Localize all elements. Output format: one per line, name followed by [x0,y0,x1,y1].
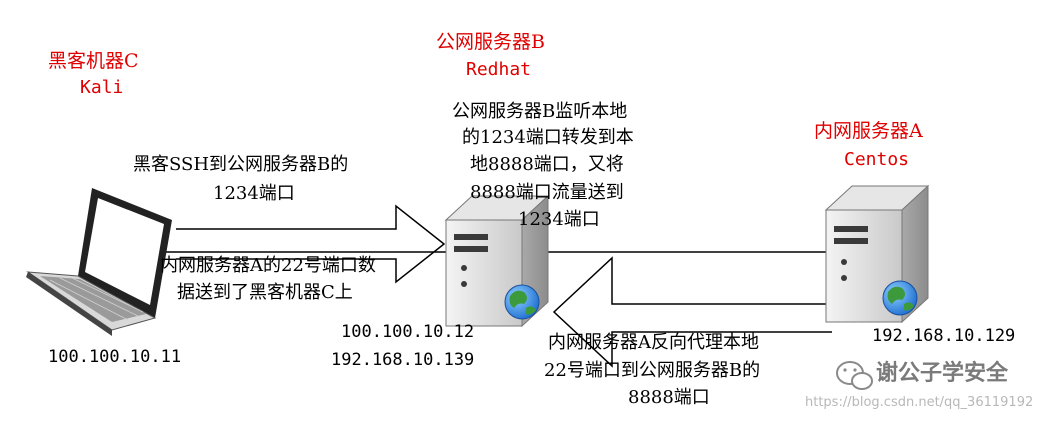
forward-annotation-line: 公网服务器B监听本地 [452,101,628,122]
reverse-annotation-line: 内网服务器A反向代理本地 [548,332,759,353]
forward-annotation-line: 1234端口 [518,209,600,230]
globe-icon [504,284,540,320]
reverse-proxy-arrow [552,256,832,368]
ssh-annotation-line: 黑客SSH到公网服务器B的 [133,154,349,175]
return-annotation-line: 内网服务器A的22号端口数 [160,255,376,276]
forward-annotation-line: 地8888端口，又将 [470,154,624,175]
reverse-annotation-line: 8888端口 [628,387,710,408]
globe-icon [882,280,918,316]
laptop-icon [26,188,172,336]
forward-annotation-line: 8888端口流量送到 [470,182,624,203]
hacker-ip: 100.100.10.11 [48,347,182,367]
watermark-url: https://blog.csdn.net/qq_36119192 [805,395,1034,410]
public-server-ip-external: 100.100.10.12 [341,322,475,342]
watermark-brand: 谢公子学安全 [876,361,1009,386]
return-annotation-line: 据送到了黑客机器C上 [177,282,353,303]
internal-server-os: Centos [844,149,910,170]
hacker-machine-os: Kali [80,77,124,98]
ssh-forward-arrow [176,204,446,284]
public-server-ip-internal: 192.168.10.139 [331,350,475,370]
internal-server-ip: 192.168.10.129 [872,326,1016,346]
ssh-annotation-line: 1234端口 [213,183,295,204]
public-server-name: 公网服务器B [436,31,545,53]
internal-server-name: 内网服务器A [814,120,923,142]
reverse-annotation-line: 22号端口到公网服务器B的 [544,360,761,381]
forward-annotation-line: 的1234端口转发到本 [462,127,634,148]
public-server-os: Redhat [466,59,532,80]
wechat-icon [836,361,873,390]
hacker-machine-name: 黑客机器C [48,50,139,72]
